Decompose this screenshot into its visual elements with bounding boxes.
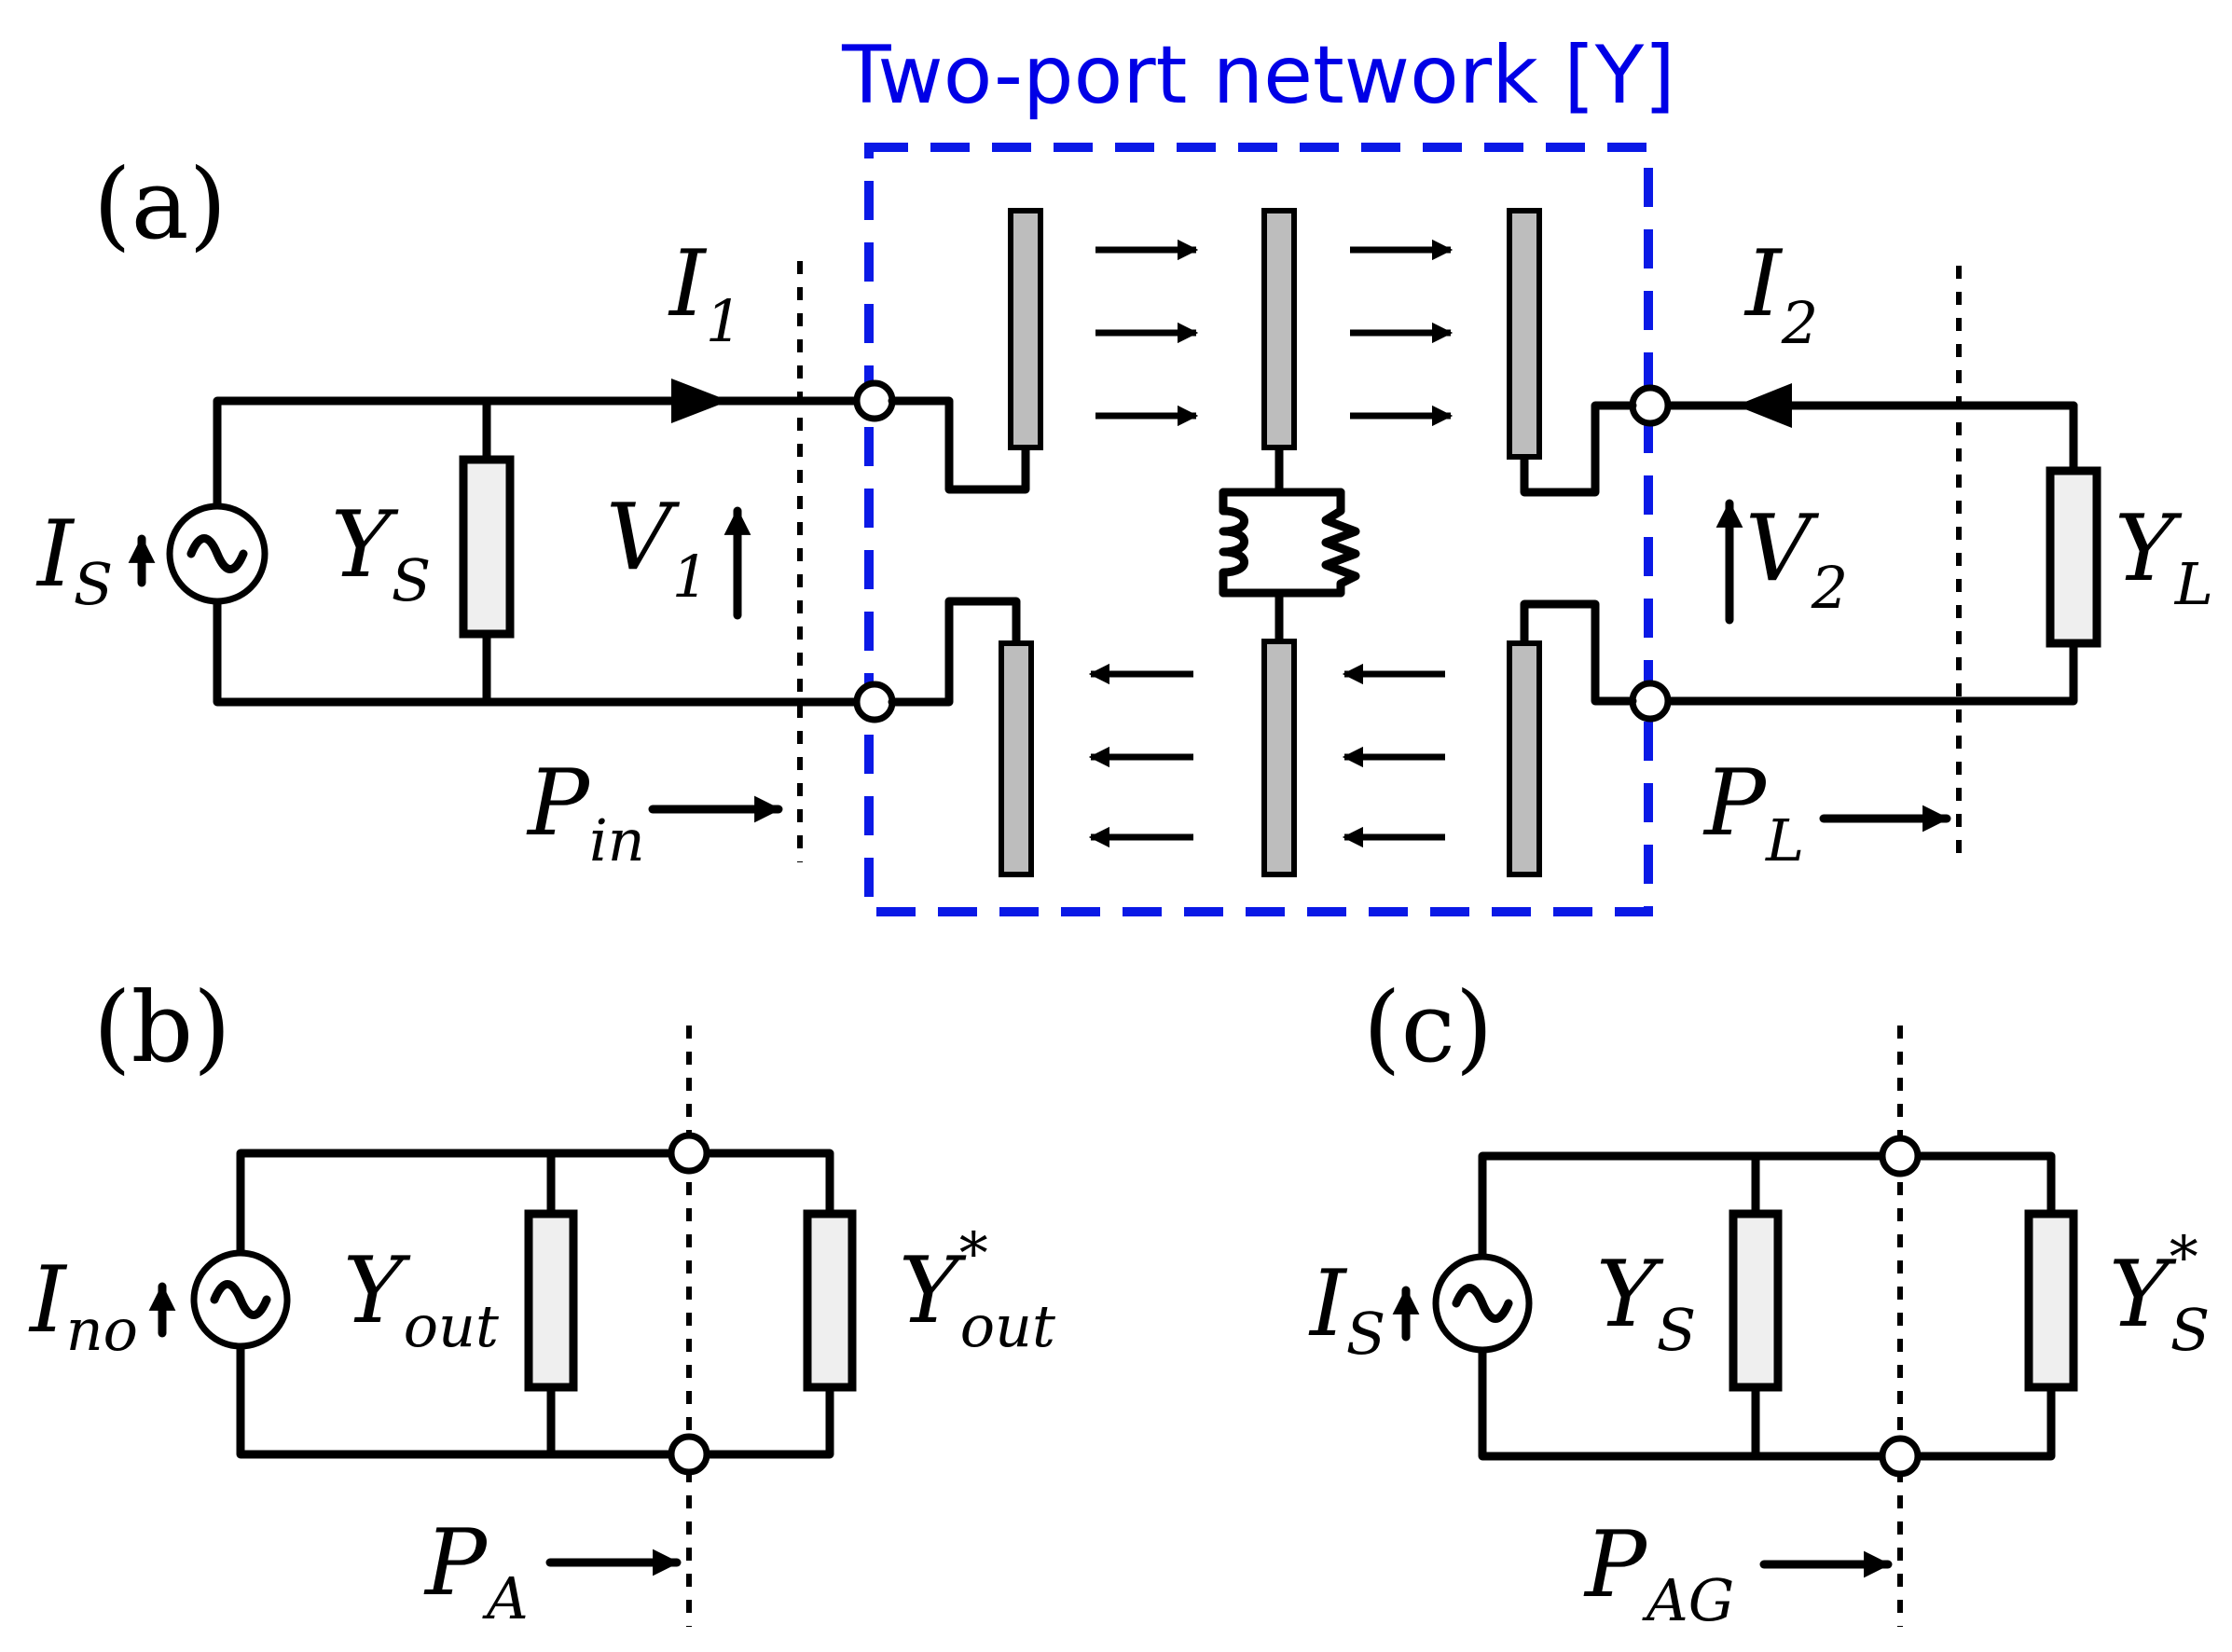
source-admittance-label-c: YS xyxy=(1596,1242,1696,1364)
forward-coupling-arrows xyxy=(1095,239,1454,427)
port2-terminal-top xyxy=(1629,384,1672,427)
panel-c: (c) IS YS Y*S PAG xyxy=(1308,971,2210,1634)
plate-top-center xyxy=(1261,208,1297,450)
output-current-label: I2 xyxy=(1743,231,1818,357)
circuit-c-top-wire xyxy=(1478,1151,2056,1274)
sine-wave-icon xyxy=(186,534,248,573)
plate-top-left xyxy=(1008,208,1043,450)
resistor-icon xyxy=(1321,506,1360,598)
input-current-arrow xyxy=(671,379,729,423)
port1-terminal-bottom xyxy=(853,681,896,723)
output-admittance-label: Yout xyxy=(343,1238,499,1360)
panel-a: (a) xyxy=(35,143,2213,916)
plate-bottom-center xyxy=(1261,639,1297,877)
load-admittance-label: YL xyxy=(2115,496,2213,618)
output-admittance-element xyxy=(524,1209,578,1392)
sine-wave-icon xyxy=(1452,1284,1513,1323)
output-current-arrow xyxy=(1736,383,1792,428)
input-top-wire xyxy=(213,396,879,525)
sine-wave-icon xyxy=(210,1280,271,1319)
input-power-label: Pin xyxy=(526,750,645,874)
source-admittance-element-c xyxy=(1729,1209,1783,1392)
noise-current-label: Ino xyxy=(28,1247,138,1364)
panel-c-label: (c) xyxy=(1363,971,1493,1084)
load-admittance-element xyxy=(2046,466,2101,648)
terminal-b-top xyxy=(668,1132,710,1175)
input-voltage-label: V1 xyxy=(606,485,709,611)
port2-top-coupling-wire xyxy=(1520,401,1637,497)
circuit-b-top-wire xyxy=(236,1149,834,1271)
conjugate-source-admittance-label: Y*S xyxy=(2109,1223,2210,1364)
available-gain-power-label: PAG xyxy=(1583,1512,1734,1634)
input-current-label: I1 xyxy=(668,231,742,355)
output-bottom-wire xyxy=(1646,639,2078,706)
circuit-b-bottom-wire xyxy=(236,1328,834,1459)
load-power-label: PL xyxy=(1702,750,1804,874)
inductor-icon xyxy=(1219,506,1248,598)
panel-b: (b) Ino Yout Y*out PA xyxy=(28,971,1055,1632)
input-bottom-wire xyxy=(213,585,879,707)
terminal-b-bottom xyxy=(668,1433,710,1476)
panel-a-label: (a) xyxy=(93,147,227,261)
source-current-label: IS xyxy=(35,502,113,618)
port2-bottom-coupling-wire xyxy=(1520,599,1637,706)
two-port-boundary xyxy=(864,143,1653,916)
source-admittance-label: YS xyxy=(331,492,431,614)
terminal-c-top xyxy=(1879,1135,1922,1177)
port1-terminal-top xyxy=(853,379,896,422)
reverse-coupling-arrows xyxy=(1088,663,1445,848)
terminal-c-bottom xyxy=(1879,1435,1922,1478)
output-voltage-label: V2 xyxy=(1745,496,1848,622)
source-current-label-c: IS xyxy=(1308,1251,1385,1368)
conjugate-source-admittance-element xyxy=(2024,1209,2078,1392)
network-title: Two-port network [Y] xyxy=(841,29,1675,122)
panel-b-label: (b) xyxy=(93,971,231,1084)
conjugate-output-admittance-element xyxy=(803,1209,857,1392)
port2-terminal-bottom xyxy=(1629,680,1672,723)
port1-top-coupling-wire xyxy=(888,396,1030,494)
plate-bottom-left xyxy=(999,640,1034,877)
port1-bottom-coupling-wire xyxy=(888,597,1021,707)
source-admittance-element xyxy=(459,455,515,639)
plate-bottom-right xyxy=(1507,640,1542,877)
plate-top-right xyxy=(1507,208,1542,460)
circuit-c-bottom-wire xyxy=(1478,1332,2056,1461)
conjugate-output-admittance-label: Y*out xyxy=(899,1219,1055,1360)
available-power-label: PA xyxy=(423,1510,529,1632)
